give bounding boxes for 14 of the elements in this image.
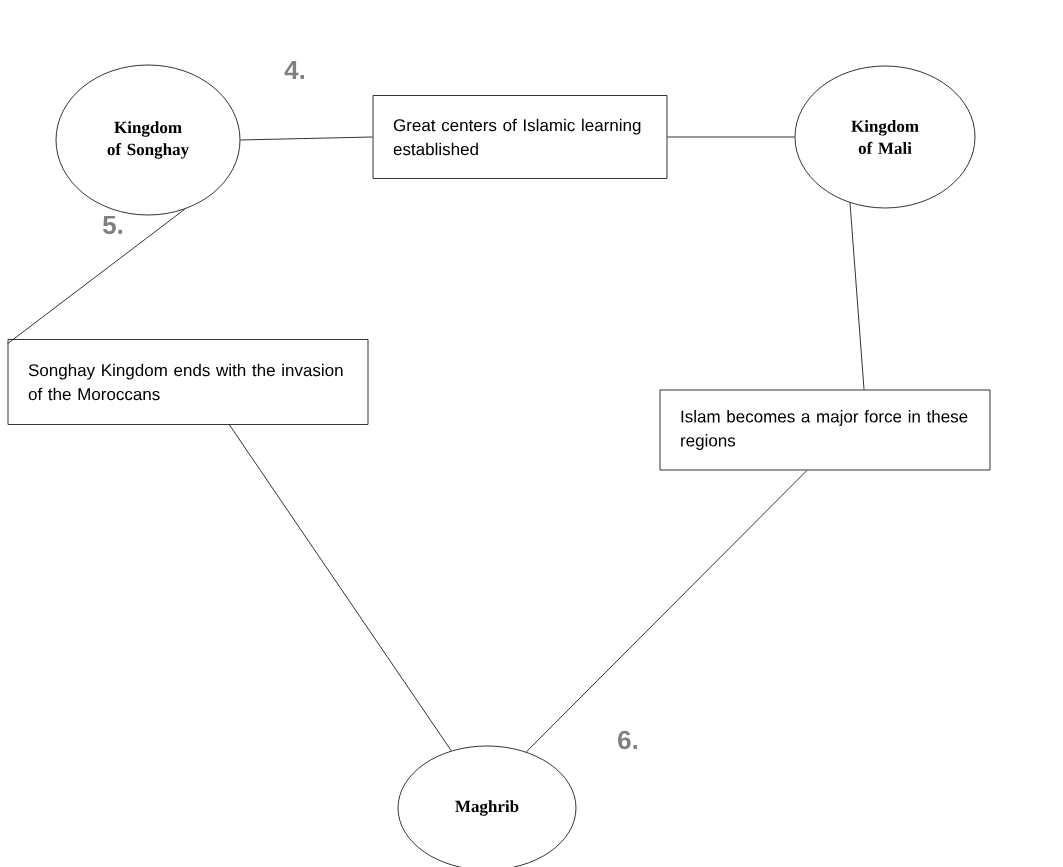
- connector-line: [7, 208, 186, 345]
- ellipse-node: Kingdom of Mali: [794, 65, 976, 209]
- text-box: Songhay Kingdom ends with the invasion of the Moroccans: [7, 339, 369, 425]
- connector-line: [667, 136, 795, 138]
- callout-number: 5.: [102, 215, 123, 235]
- ellipse-node: Kingdom of Songhay: [55, 64, 241, 216]
- text-box: Islam becomes a major force in these regions: [659, 389, 991, 471]
- callout-number: 6.: [618, 730, 638, 750]
- connector-line: [525, 470, 808, 753]
- connector-line: [849, 202, 865, 390]
- connector-line: [229, 424, 452, 752]
- text-box: Great centers of Islamic learning established: [372, 95, 668, 179]
- callout-number: 4.: [284, 61, 305, 79]
- connector-line: [240, 136, 373, 141]
